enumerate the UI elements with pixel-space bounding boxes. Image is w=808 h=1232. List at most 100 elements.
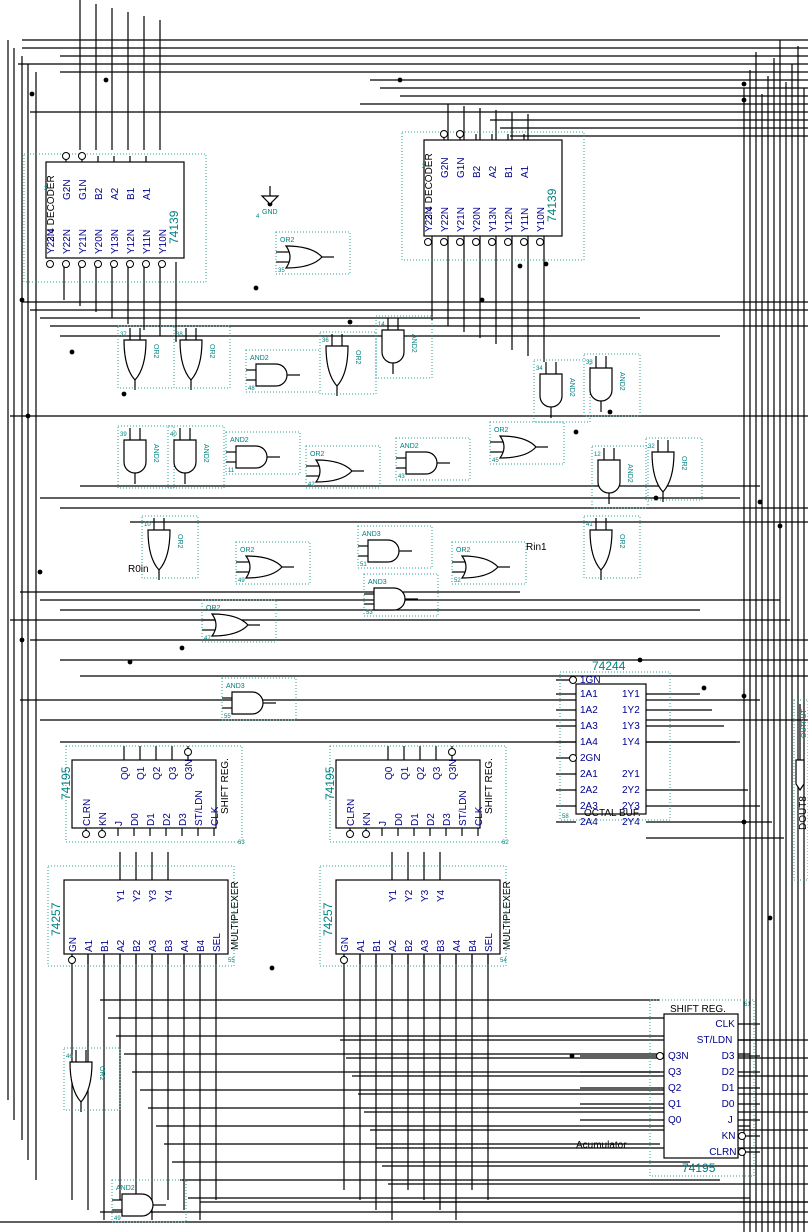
ground-label: GND [262, 209, 278, 216]
q3n-bubble [656, 1052, 664, 1060]
output-arrow [795, 759, 805, 792]
mux-pin: A1 [84, 939, 95, 952]
mux-pin: Y3 [420, 889, 431, 902]
shift-reg-pin: D3 [178, 813, 189, 826]
gate-type: OR2 [310, 451, 325, 458]
output-bubble [440, 238, 448, 246]
accumulator-pin: D1 [722, 1083, 735, 1094]
gate-ref: 47 [204, 636, 211, 642]
mux-body [63, 879, 229, 955]
gate-ref: 40 [170, 432, 177, 438]
mux-pin: A2 [116, 939, 127, 952]
accumulator-pin: D2 [722, 1067, 735, 1078]
and-gate-shape [121, 1193, 154, 1217]
wire-junction [767, 915, 773, 921]
accumulator-pin: J [728, 1115, 733, 1126]
mux-outline [319, 865, 507, 967]
gate-type: AND3 [368, 579, 387, 586]
mux-pin: SEL [212, 933, 223, 952]
gate-ref: 39 [120, 432, 127, 438]
mux-pin: A4 [452, 939, 463, 952]
gate-type: OR2 [280, 237, 295, 244]
gate-type: OR2 [176, 534, 183, 549]
mux-part: 74257 [321, 902, 335, 936]
ground-triangle [260, 195, 280, 205]
decoder-outline [23, 153, 207, 283]
wire-junction [653, 495, 659, 501]
gate-ref: 36 [322, 338, 329, 344]
and-gate-shape [367, 539, 400, 563]
shift-reg-outline [65, 745, 243, 843]
shift-reg-pin: D2 [426, 813, 437, 826]
octal-buffer-pin: 2A2 [580, 785, 598, 796]
kn-bubble [98, 830, 106, 838]
gate-type: AND2 [400, 443, 419, 450]
shift-reg-pin: D0 [394, 813, 405, 826]
gate-outline [275, 231, 351, 275]
gate-type: OR2 [618, 534, 625, 549]
mux-pin: Y2 [404, 889, 415, 902]
mux-pin: B4 [196, 939, 207, 952]
mux-pin: B4 [468, 939, 479, 952]
shift-reg-pin: D3 [442, 813, 453, 826]
gate-outline [201, 599, 277, 643]
output-bubble [110, 260, 118, 268]
gate-type: AND2 [626, 464, 633, 483]
part-ref: 54 [500, 958, 507, 964]
decoder-pin: A1 [520, 165, 531, 178]
shift-reg-pin: D2 [162, 813, 173, 826]
accumulator-body [663, 1013, 739, 1159]
part-ref: 2 [422, 164, 426, 170]
output-bubble [126, 260, 134, 268]
decoder-pin: B2 [94, 187, 105, 200]
wire-junction [121, 391, 127, 397]
r0in-label: R0in [128, 564, 149, 575]
gate-ref: 37 [120, 332, 127, 338]
wire-junction [37, 569, 43, 575]
gate-type: AND2 [250, 355, 269, 362]
mux-pin: B1 [100, 939, 111, 952]
mux-pin: B1 [372, 939, 383, 952]
enable-bubble [78, 152, 86, 160]
gate-ref: 33 [586, 360, 593, 366]
output-outline [793, 699, 808, 881]
gate-ref: 41 [586, 522, 593, 528]
mux-pin: A3 [148, 939, 159, 952]
decoder-pin: Y11N [142, 230, 153, 254]
wire-junction [741, 97, 747, 103]
or-gate-shape [325, 345, 349, 387]
decoder-pin: A1 [142, 187, 153, 200]
wire-junction [103, 77, 109, 83]
gate-ref: 32 [648, 444, 655, 450]
decoder-pin: Y10N [158, 229, 169, 254]
dout8-label: DOUT8 [798, 796, 808, 830]
wire-junction [19, 637, 25, 643]
shift-reg-pin: Q0 [120, 766, 131, 780]
accumulator-part: 74195 [682, 1161, 716, 1175]
shift-reg-pin: Q1 [400, 766, 411, 780]
mux-pin: GN [68, 937, 79, 952]
decoder-title: 2:4 DECODER [46, 175, 57, 242]
accumulator-pin: CLK [715, 1019, 735, 1030]
gate-ref: 53 [366, 610, 373, 616]
output-bubble [536, 238, 544, 246]
wire-junction [741, 819, 747, 825]
wire-junction [29, 91, 35, 97]
mux-pin: A1 [356, 939, 367, 952]
mux-pin: Y2 [132, 889, 143, 902]
output-bubble [142, 260, 150, 268]
gate-type: OR2 [494, 427, 509, 434]
gate-type: OR2 [206, 605, 221, 612]
wire-junction [19, 297, 25, 303]
or-gate-shape [651, 451, 675, 493]
octal-buffer-pin: 2A1 [580, 769, 598, 780]
shift-reg-pin: ST/LDN [194, 790, 205, 826]
and-gate-shape [539, 373, 563, 408]
accumulator-outline [649, 999, 755, 1177]
